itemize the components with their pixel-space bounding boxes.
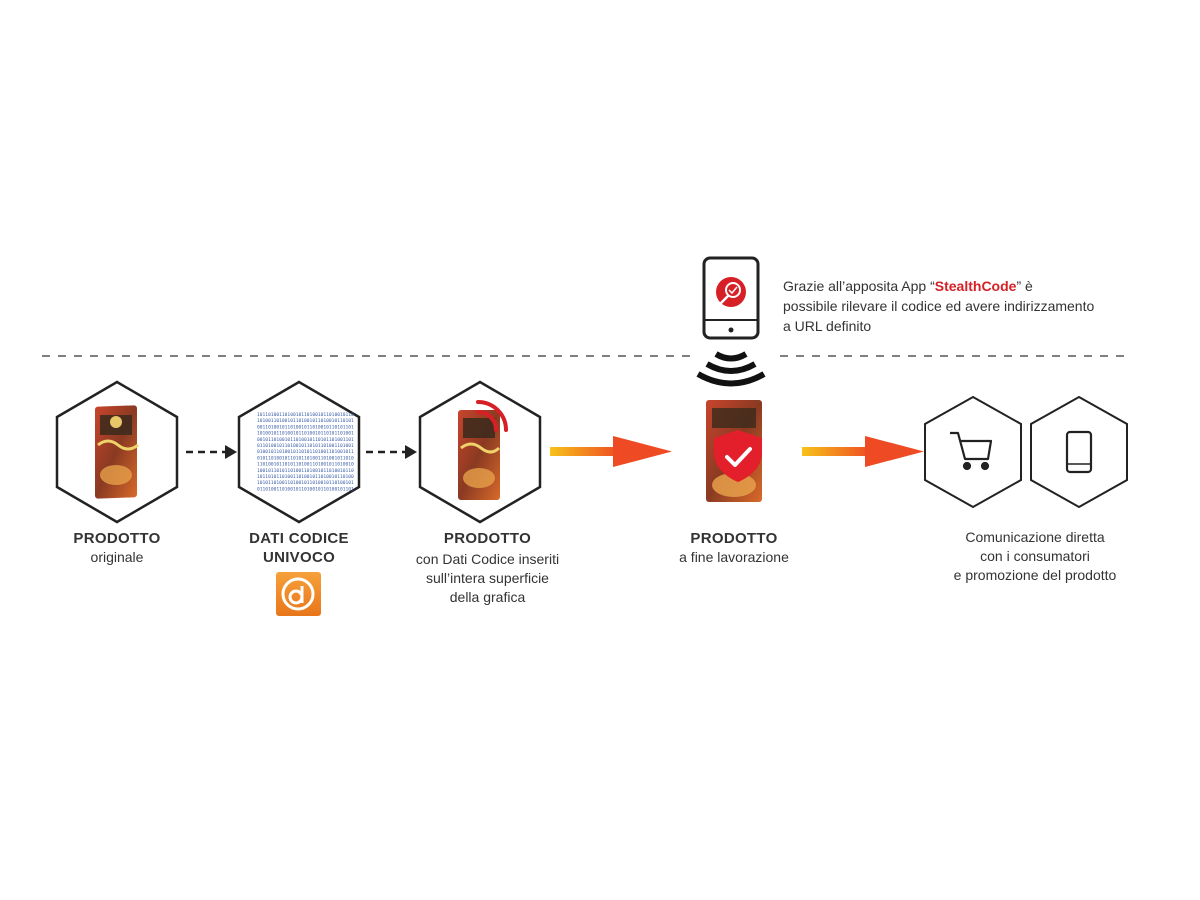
step-3-sub-line3: della grafica [449, 589, 526, 605]
step-5-sub-line2: con i consumatori [980, 548, 1090, 564]
code-row: 10100110100101101001011010010110101 [257, 418, 354, 424]
step-2-title-line2: UNIVOCO [262, 549, 336, 566]
code-row: 10110100110100101101001011010010110 [257, 412, 354, 418]
shield-check-icon [714, 430, 762, 482]
code-row: 10100101101001011010010110101101001 [257, 431, 354, 437]
wireless-signal-icon [696, 351, 766, 387]
smartphone-icon [1065, 430, 1093, 474]
app-info-text: Grazie all’apposita App “StealthCode” è … [783, 276, 1143, 336]
product-bag-image [458, 410, 501, 500]
code-row: 10010110101101001101001011010010110 [257, 468, 354, 474]
shopping-cart-icon [950, 431, 993, 471]
code-row: 11010010110101101001101001011010010 [257, 462, 354, 468]
dashed-arrow-2 [366, 445, 417, 459]
hexagon-cart [924, 395, 1022, 509]
signal-arcs-icon [476, 400, 508, 432]
step-5-labels: Comunicazione diretta con i consumatori … [935, 528, 1135, 585]
smartphone-scan-icon [702, 256, 760, 340]
step-4-subtitle: a fine lavorazione [679, 549, 789, 565]
hexagon-product-original [55, 380, 179, 524]
step-5-sub-line1: Comunicazione diretta [965, 529, 1105, 545]
step-1-subtitle: originale [90, 549, 144, 565]
binary-code-pattern: 1011010011010010110100101101001011010100… [257, 412, 354, 492]
gradient-arrow-2 [802, 436, 924, 467]
step-5-sub-line3: e promozione del prodotto [953, 567, 1117, 583]
step-2-labels: DATI CODICE UNIVOCO [229, 529, 369, 567]
digimarc-d-logo [276, 572, 321, 616]
hexagon-mobile [1030, 395, 1128, 509]
step-1-title: PRODOTTO [73, 530, 161, 547]
dashed-arrow-1 [186, 445, 237, 459]
hexagon-product-coded [418, 380, 542, 524]
step-1-labels: PRODOTTO originale [57, 529, 177, 567]
info-line-1: Grazie all’apposita App “StealthCode” è [783, 276, 1143, 296]
code-row: 01101001011010010110101101001101001 [257, 443, 354, 449]
step-4-labels: PRODOTTO a fine lavorazione [664, 529, 804, 567]
step-2-title-line1: DATI CODICE [249, 530, 349, 547]
hexagon-code-data: 1011010011010010110100101101001011010100… [237, 380, 361, 524]
code-row: 00110100101101001011010010110101101 [257, 424, 354, 430]
step-3-title: PRODOTTO [443, 530, 532, 547]
product-bag-image [95, 405, 139, 499]
code-row: 10110101101001101001011010010110100 [257, 474, 354, 480]
step-4-title: PRODOTTO [690, 530, 778, 547]
step-3-sub-line1: con Dati Codice inseriti [415, 551, 560, 567]
code-row: 10101101001101001011010010110100101 [257, 480, 354, 486]
info-line1-prefix: Grazie all’apposita App “ [783, 278, 935, 294]
info-line-2: possibile rilevare il codice ed avere in… [783, 298, 1095, 314]
step-3-labels: PRODOTTO con Dati Codice inseriti sull’i… [400, 529, 575, 607]
info-line-3: a URL definito [783, 318, 872, 334]
product-finished-image [706, 400, 762, 502]
code-row: 01101001101001011010010110100101101 [257, 486, 354, 492]
code-row: 00101101001011010010110101101001101 [257, 437, 354, 443]
code-row: 01001011010010110101101001101001011 [257, 449, 354, 455]
gradient-arrow-1 [550, 436, 672, 467]
code-row: 01011010010110101101001101001011010 [257, 455, 354, 461]
brand-name: StealthCode [934, 278, 1017, 294]
step-3-sub-line2: sull’intera superficie [426, 570, 549, 586]
info-line1-suffix: ” è [1016, 278, 1033, 294]
